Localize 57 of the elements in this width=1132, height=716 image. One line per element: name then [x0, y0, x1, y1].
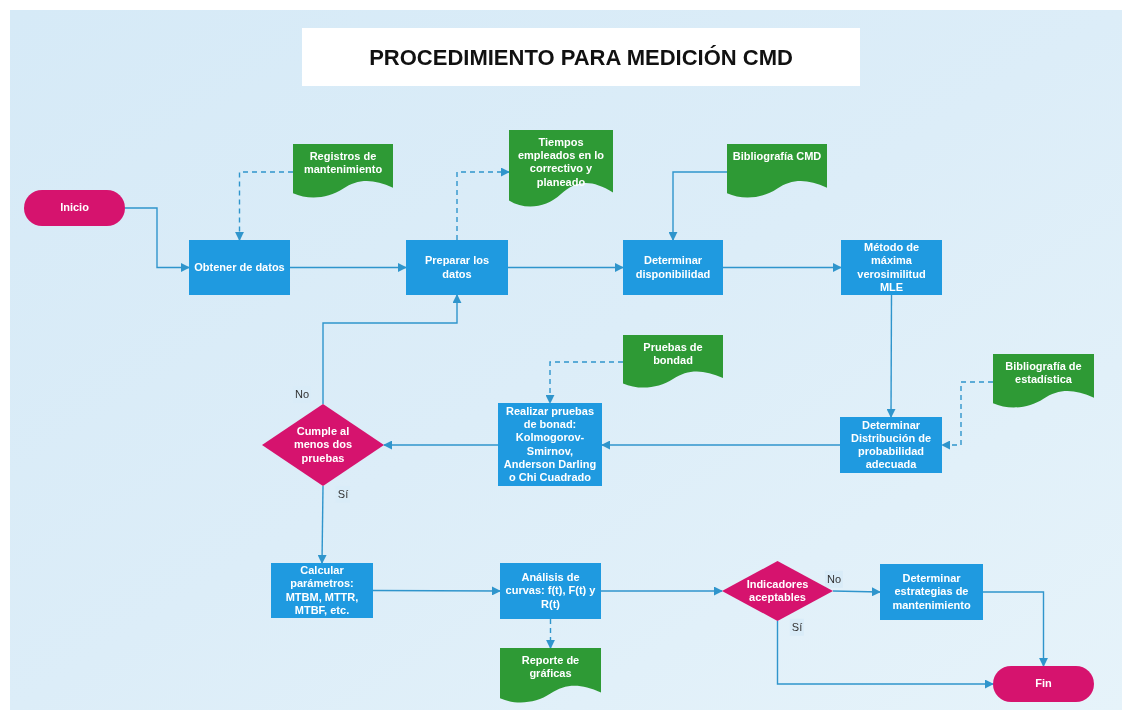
arrow — [507, 263, 624, 272]
node-text: Método de máxima verosimilitud MLE — [856, 241, 927, 294]
node-text: Pruebas de bondad — [642, 341, 704, 368]
process-box — [880, 564, 983, 620]
title-banner: PROCEDIMIENTO PARA MEDICIÓN CMD — [302, 28, 860, 86]
terminal-pill — [993, 666, 1094, 702]
arrow — [668, 171, 728, 241]
document-shape — [727, 144, 827, 200]
arrow — [600, 586, 723, 596]
arrow — [832, 587, 881, 597]
node-text: Determinar estrategias de mantenimiento — [891, 572, 972, 612]
node-text: Cumple al menos dos pruebas — [292, 425, 354, 465]
arrow — [322, 294, 462, 405]
dashed-arrow — [941, 381, 994, 450]
node-text: Preparar los datos — [423, 254, 491, 281]
document-shape — [993, 354, 1094, 410]
node-text: Inicio — [60, 201, 89, 215]
node-text: Reporte de gráficas — [520, 654, 581, 681]
node-text: Fin — [1035, 677, 1052, 691]
document-shape — [623, 335, 723, 390]
process-box — [271, 563, 373, 618]
process-box — [406, 240, 508, 295]
dashed-arrow — [456, 167, 510, 241]
arrow — [383, 440, 499, 450]
dashed-arrow — [546, 618, 555, 649]
arrow — [722, 263, 842, 272]
process-box — [623, 240, 723, 295]
arrow — [886, 294, 896, 418]
document-shape — [500, 648, 601, 705]
node-text: Realizar pruebas de bonad: Kolmogorov-Smirnov, Anderson Darling o Chi Cuadrado — [502, 404, 598, 485]
document-shape — [293, 144, 393, 200]
arrow — [317, 485, 327, 564]
arrow — [982, 591, 1048, 667]
terminal-pill — [24, 190, 125, 226]
edge-label: No — [824, 570, 844, 588]
node-text: Calcular parámetros: MTBM, MTTR, MTBF, etc. — [284, 564, 360, 617]
arrow — [776, 620, 994, 689]
dashed-arrow — [545, 361, 624, 404]
process-box — [189, 240, 290, 295]
dashed-arrow — [235, 171, 294, 241]
node-text: Obtener de datos — [194, 260, 285, 275]
edge-label: Sí — [789, 618, 805, 636]
arrow — [601, 440, 841, 450]
node-text: Bibliografía CMD — [732, 150, 822, 164]
node-text: Indicadores aceptables — [745, 577, 810, 605]
decision-diamond — [262, 404, 384, 486]
process-box — [500, 563, 601, 619]
node-text: Análisis de curvas: f(t), F(t) y R(t) — [504, 571, 597, 611]
node-text: Registros de mantenimiento — [302, 150, 384, 177]
node-text: Determinar Distribución de probabilidad adecuada — [849, 418, 933, 472]
process-box — [841, 240, 942, 295]
process-box — [840, 417, 942, 473]
node-text: Determinar disponibilidad — [634, 254, 712, 281]
arrow — [372, 586, 501, 596]
node-text: Bibliografía de estadística — [1004, 360, 1083, 387]
arrow — [124, 207, 190, 272]
arrow — [289, 263, 407, 272]
